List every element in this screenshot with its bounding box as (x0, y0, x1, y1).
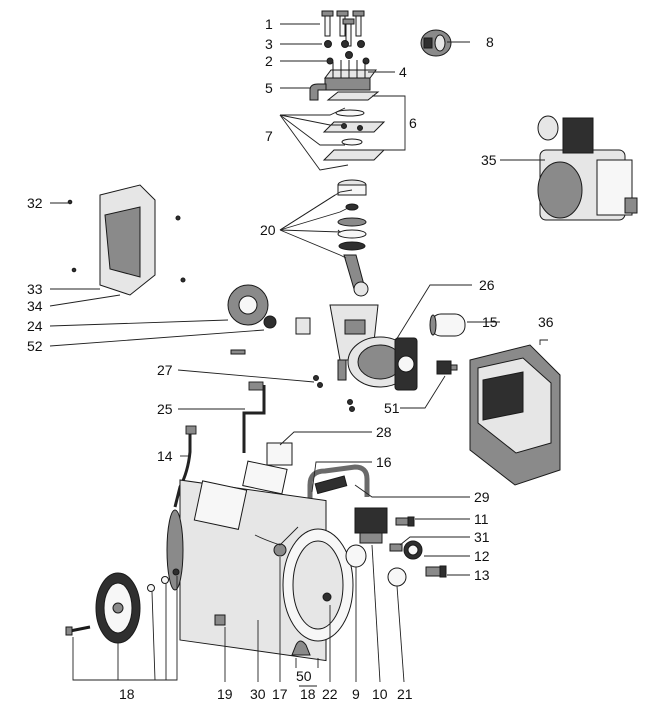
part-pipe (242, 381, 266, 453)
callout-13: 13 (474, 567, 490, 583)
part-fan-wheel (227, 284, 311, 355)
part-label-plate (266, 442, 293, 466)
part-fittings (387, 516, 447, 587)
part-capacitor (429, 313, 466, 337)
callout-1: 1 (265, 16, 273, 32)
callout-31: 31 (474, 529, 490, 545)
callout-4: 4 (399, 64, 407, 80)
part-crankcase-motor (329, 304, 418, 391)
callout-35: 35 (481, 152, 497, 168)
callout-11: 11 (474, 511, 489, 527)
callout-19: 19 (217, 686, 233, 702)
callout-15: 15 (482, 314, 498, 330)
callout-numbers: 1 3 2 4 5 6 7 8 35 32 20 26 33 34 24 15 … (27, 16, 554, 702)
callout-32: 32 (27, 195, 43, 211)
part-pressure-switch (345, 507, 388, 568)
part-piston-assembly (337, 179, 369, 297)
callout-51: 51 (384, 400, 400, 416)
callout-27: 27 (157, 362, 173, 378)
part-washers (324, 40, 370, 65)
part-handle (307, 464, 370, 513)
callout-28: 28 (376, 424, 392, 440)
callout-14: 14 (157, 448, 173, 464)
callout-30: 30 (250, 686, 266, 702)
callout-12: 12 (474, 548, 490, 564)
part-air-filter (420, 29, 452, 57)
callout-10: 10 (372, 686, 388, 702)
callout-5: 5 (265, 80, 273, 96)
part-rubber-foot (291, 640, 311, 656)
callout-3: 3 (265, 36, 273, 52)
callout-33: 33 (27, 281, 43, 297)
callout-24: 24 (27, 318, 43, 334)
part-drain-valve (214, 614, 226, 626)
callout-17: 17 (272, 686, 288, 702)
callout-9: 9 (352, 686, 360, 702)
callout-29: 29 (474, 489, 490, 505)
callout-22: 22 (322, 686, 338, 702)
callout-34: 34 (27, 298, 43, 314)
part-pump-assembly (537, 115, 638, 221)
callout-20: 20 (260, 222, 276, 238)
callout-50: 50 (296, 668, 312, 684)
callout-52: 52 (27, 338, 43, 354)
callout-36: 36 (538, 314, 554, 330)
part-valve-plates (322, 91, 386, 161)
callout-25: 25 (157, 401, 173, 417)
part-elbow-fitting (309, 83, 327, 101)
callout-21: 21 (397, 686, 413, 702)
leader-lines (49, 23, 548, 683)
part-bolts (321, 10, 365, 47)
callout-26: 26 (479, 277, 495, 293)
callout-8: 8 (486, 34, 494, 50)
callout-2: 2 (265, 53, 273, 69)
part-screws (313, 375, 355, 412)
callout-18-bottom: 18 (300, 686, 316, 702)
callout-18: 18 (119, 686, 135, 702)
part-wheel (65, 568, 180, 644)
part-thermal-switch (436, 360, 458, 375)
part-cover-shroud (469, 344, 561, 486)
callout-16: 16 (376, 454, 392, 470)
part-check-valve (254, 526, 299, 557)
callout-6: 6 (409, 115, 417, 131)
callout-7: 7 (265, 128, 273, 144)
part-cylinder-head (324, 60, 377, 91)
part-fan-cover (67, 184, 186, 296)
